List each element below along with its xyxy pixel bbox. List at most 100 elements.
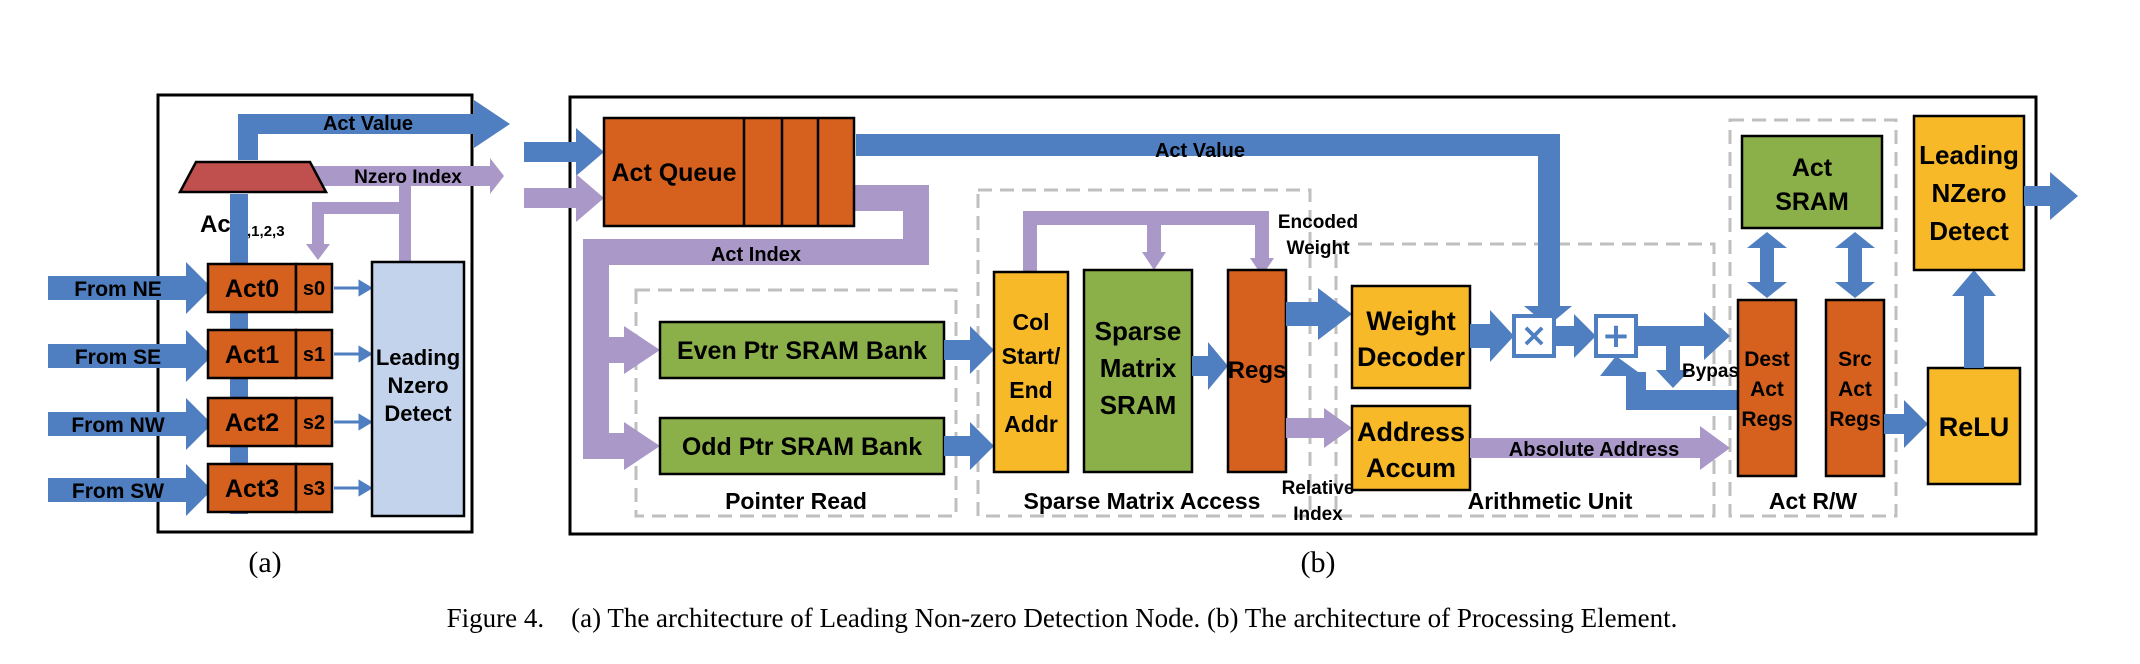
- col-addr-line2: Start/: [1002, 343, 1061, 369]
- even-to-col-arrow: [944, 326, 994, 374]
- detect-a-line2: Nzero: [387, 373, 448, 398]
- panel-a-frame: [156, 93, 474, 534]
- arith-unit-label: Arithmetic Unit: [1468, 488, 1633, 514]
- regs-to-accum-arrow: [1286, 408, 1352, 448]
- dest-regs-line2: Act: [1750, 378, 1784, 401]
- multiplier-icon: ×: [1521, 316, 1548, 354]
- src-regs-line1: Src: [1838, 348, 1872, 371]
- act-value-arrow-b: [856, 134, 1572, 326]
- detect-b-line1: Leading: [1919, 140, 2019, 170]
- nzero-index-arrow-a: [310, 158, 504, 194]
- src-regs-line2: Act: [1838, 378, 1872, 401]
- act-queue-label: Act Queue: [611, 159, 736, 187]
- src-regs-line3: Regs: [1829, 408, 1880, 431]
- bypass-branch: [1656, 346, 1690, 388]
- panel-b-frame: [568, 95, 2038, 536]
- leading-nzero-detect-b: [1912, 114, 2026, 272]
- relative-index-line2: Index: [1293, 504, 1343, 525]
- col-to-regs-feedback: [1023, 211, 1269, 274]
- src-to-relu-arrow: [1884, 400, 1928, 448]
- s0-reg: [294, 262, 334, 314]
- odd-ptr-label: Odd Ptr SRAM Bank: [682, 433, 922, 461]
- detect-b-line2: NZero: [1931, 178, 2006, 208]
- encoded-weight-line2: Weight: [1287, 238, 1351, 259]
- absolute-address-arrow: [1470, 426, 1730, 470]
- nzero-index-label-a: Nzero Index: [354, 167, 462, 188]
- encoded-weight-line1: Encoded: [1278, 212, 1358, 233]
- multiplier: [1512, 314, 1556, 358]
- weight-decoder-line1: Weight: [1366, 306, 1456, 336]
- address-accum-line1: Address: [1357, 417, 1465, 447]
- from-sw-arrow: [48, 464, 212, 516]
- act-index-path: [583, 185, 929, 459]
- detect-a-line3: Detect: [384, 401, 452, 426]
- dest-to-adder-head: [1600, 356, 1632, 376]
- panel-b: Act Value Act Index Act Queue Even Ptr S…: [524, 95, 2078, 579]
- col-to-regs-head: [1250, 258, 1274, 276]
- col-addr-line1: Col: [1012, 309, 1049, 335]
- from-nw-label: From NW: [71, 414, 165, 437]
- arith-unit-group: [1334, 242, 1716, 518]
- panel-a-tag: (a): [248, 546, 281, 579]
- pointer-read-label: Pointer Read: [725, 488, 867, 514]
- act1-reg: [206, 328, 298, 380]
- s3-reg: [294, 462, 334, 514]
- even-ptr-sram: [658, 320, 946, 380]
- weight-decoder-line2: Decoder: [1357, 342, 1466, 372]
- detect-output-arrow: [2024, 172, 2078, 220]
- s3-label: s3: [303, 478, 325, 500]
- col-start-end-addr: [992, 270, 1070, 474]
- s2-label: s2: [303, 412, 325, 434]
- act-queue: [602, 116, 856, 228]
- detect-a-line1: Leading: [376, 345, 460, 370]
- sparse-sram-line1: Sparse: [1095, 316, 1182, 346]
- detect-b-line3: Detect: [1929, 216, 2009, 246]
- adder-to-dest-arrow: [1636, 312, 1730, 360]
- nzero-index-in-arrow: [524, 174, 604, 222]
- act-value-label-b: Act Value: [1155, 140, 1245, 162]
- sram-to-regs-arrow: [1192, 342, 1228, 390]
- absolute-address-label: Absolute Address: [1509, 439, 1679, 461]
- from-ne-arrow: [48, 262, 212, 314]
- from-sw-label: From SW: [72, 480, 164, 503]
- act2-reg: [206, 396, 298, 448]
- s1-reg: [294, 328, 334, 380]
- pointer-read-group: [634, 288, 958, 518]
- relu-to-detect-arrow: [1952, 270, 1996, 368]
- sram-src-bidir: [1835, 232, 1875, 298]
- act-rw-label: Act R/W: [1769, 488, 1857, 514]
- act1-label: Act1: [225, 341, 279, 369]
- from-ne-label: From NE: [74, 278, 162, 301]
- address-accum: [1350, 404, 1472, 492]
- s2-reg: [294, 396, 334, 448]
- nzero-feedback-head: [306, 244, 330, 260]
- act-value-in-arrow: [524, 128, 604, 176]
- mult-to-adder-arrow: [1554, 314, 1596, 358]
- act-value-label-a: Act Value: [323, 113, 413, 135]
- src-act-regs: [1824, 298, 1886, 478]
- dest-act-regs: [1736, 298, 1798, 478]
- regs: [1226, 268, 1288, 474]
- relu: [1926, 366, 2022, 486]
- act-index-head-even: [624, 326, 660, 374]
- panel-a: Act Value Nzero Index Act0,1,2,3 From NE…: [48, 93, 510, 579]
- sparse-sram-line3: SRAM: [1100, 390, 1177, 420]
- odd-ptr-sram: [658, 416, 946, 476]
- bypass-label: Bypass: [1682, 361, 1750, 382]
- nzero-feedback-path: [312, 202, 411, 262]
- even-ptr-label: Even Ptr SRAM Bank: [677, 337, 927, 365]
- dest-regs-line1: Dest: [1744, 348, 1790, 371]
- act-sram-line2: SRAM: [1775, 188, 1849, 216]
- sparse-matrix-sram: [1082, 268, 1194, 474]
- adder-icon: +: [1602, 316, 1631, 356]
- input-arrows: From NE From SE From NW From SW: [48, 262, 212, 516]
- odd-to-col-arrow: [944, 422, 994, 470]
- act2-label: Act2: [225, 409, 279, 437]
- col-addr-line3: End: [1009, 377, 1052, 403]
- s1-label: s1: [303, 344, 325, 366]
- act0-reg: [206, 262, 298, 314]
- act-value-arrow-a: [238, 100, 510, 160]
- decoder-to-mult-arrow: [1470, 310, 1514, 362]
- from-se-arrow: [48, 330, 212, 382]
